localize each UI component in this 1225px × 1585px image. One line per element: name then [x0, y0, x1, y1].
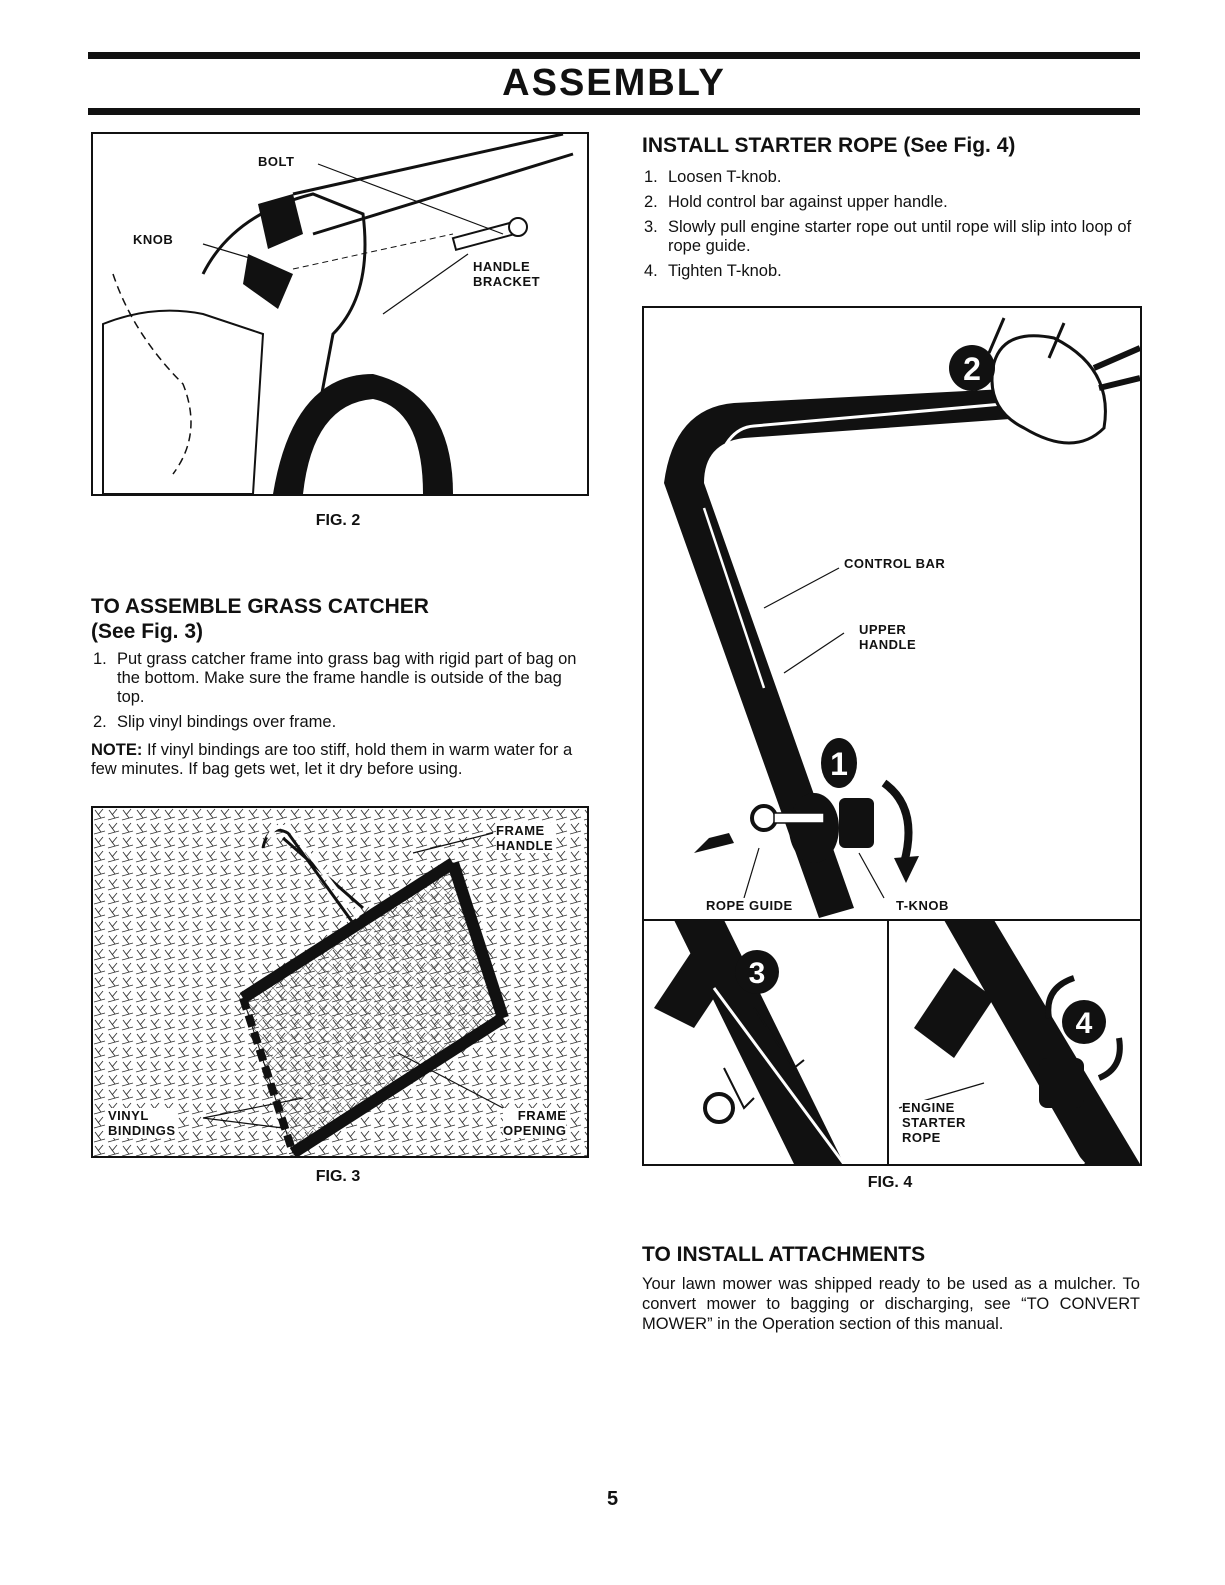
fig2-illustration: BOLT KNOB HANDLE BRACKET [91, 132, 589, 496]
starter-rope-step: 4. Tighten T-knob. [642, 262, 1142, 281]
step-number: 2. [644, 193, 658, 211]
grass-catcher-drawing [93, 808, 587, 1156]
grass-catcher-step: 2. Slip vinyl bindings over frame. [91, 713, 591, 732]
starter-rope-step: 2. Hold control bar against upper handle. [642, 193, 1142, 212]
step-text: Hold control bar against upper handle. [668, 193, 948, 211]
fig4-step-marker-4: 4 [1076, 1007, 1093, 1040]
fig2-bolt-label: BOLT [258, 154, 295, 169]
page-header: ASSEMBLY [88, 48, 1140, 118]
step-number: 1. [93, 650, 107, 668]
step-text: Put grass catcher frame into grass bag w… [117, 650, 577, 706]
note-text: If vinyl bindings are too stiff, hold th… [91, 741, 573, 778]
fig2-handle-bracket-label: HANDLE BRACKET [473, 259, 541, 289]
fig4-step-marker-1: 1 [830, 746, 848, 782]
grass-catcher-steps: 1. Put grass catcher frame into grass bag… [91, 650, 591, 738]
step-text: Loosen T-knob. [668, 168, 782, 186]
starter-rope-step: 3. Slowly pull engine starter rope out un… [642, 218, 1142, 256]
fig2-caption: FIG. 2 [315, 512, 361, 529]
handle-bracket-drawing [102, 134, 574, 494]
fig4-engine-starter-rope-label: ENGINE STARTER ROPE [902, 1100, 966, 1145]
starter-rope-step: 1. Loosen T-knob. [642, 168, 1142, 187]
step-text: Slip vinyl bindings over frame. [117, 713, 337, 731]
fig4-control-bar-label: CONTROL BAR [844, 556, 946, 571]
fig4-caption: FIG. 4 [867, 1174, 913, 1191]
fig2-knob-label: KNOB [133, 232, 174, 247]
starter-rope-drawing: 2 1 3 4 [644, 317, 1140, 1164]
fig4-step-marker-2: 2 [963, 351, 981, 387]
header-top-rule [88, 52, 1140, 59]
note-label: NOTE: [91, 741, 143, 759]
page-number: 5 [606, 1488, 619, 1510]
fig4-rope-guide-label: ROPE GUIDE [706, 898, 793, 913]
header-bottom-rule [88, 108, 1140, 115]
step-text: Tighten T-knob. [668, 262, 782, 280]
fig3-illustration: FRAME HANDLE VINYL BINDINGS FRAME OPENIN… [91, 806, 589, 1158]
fig3-frame-opening-label: FRAME OPENING [503, 1108, 567, 1138]
step-text: Slowly pull engine starter rope out unti… [668, 218, 1132, 255]
starter-rope-steps: 1. Loosen T-knob. 2. Hold control bar agai… [642, 168, 1142, 287]
fig4-illustration: 2 1 3 4 CONTROL BAR UPPER HANDLE ROPE GU… [642, 306, 1142, 1166]
fig4-t-knob-label: T-KNOB [896, 898, 949, 913]
step-number: 3. [644, 218, 658, 236]
attachments-text: Your lawn mower was shipped ready to be … [642, 1275, 1140, 1333]
step-number: 4. [644, 262, 658, 280]
step-number: 2. [93, 713, 107, 731]
grass-catcher-heading: TO ASSEMBLE GRASS CATCHER (See Fig. 3) [91, 595, 429, 643]
grass-catcher-note: NOTE: If vinyl bindings are too stiff, h… [91, 741, 591, 779]
fig3-frame-handle-label: FRAME HANDLE [496, 823, 554, 853]
grass-catcher-step: 1. Put grass catcher frame into grass bag… [91, 650, 591, 707]
fig3-caption: FIG. 3 [315, 1168, 361, 1185]
fig3-vinyl-bindings-label: VINYL BINDINGS [108, 1108, 176, 1138]
attachments-heading: TO INSTALL ATTACHMENTS [642, 1243, 926, 1266]
fig4-step-marker-3: 3 [749, 957, 766, 990]
step-number: 1. [644, 168, 658, 186]
fig4-upper-handle-label: UPPER HANDLE [859, 622, 917, 652]
starter-rope-heading: INSTALL STARTER ROPE (See Fig. 4) [642, 134, 1016, 157]
page-title: ASSEMBLY [502, 62, 726, 104]
